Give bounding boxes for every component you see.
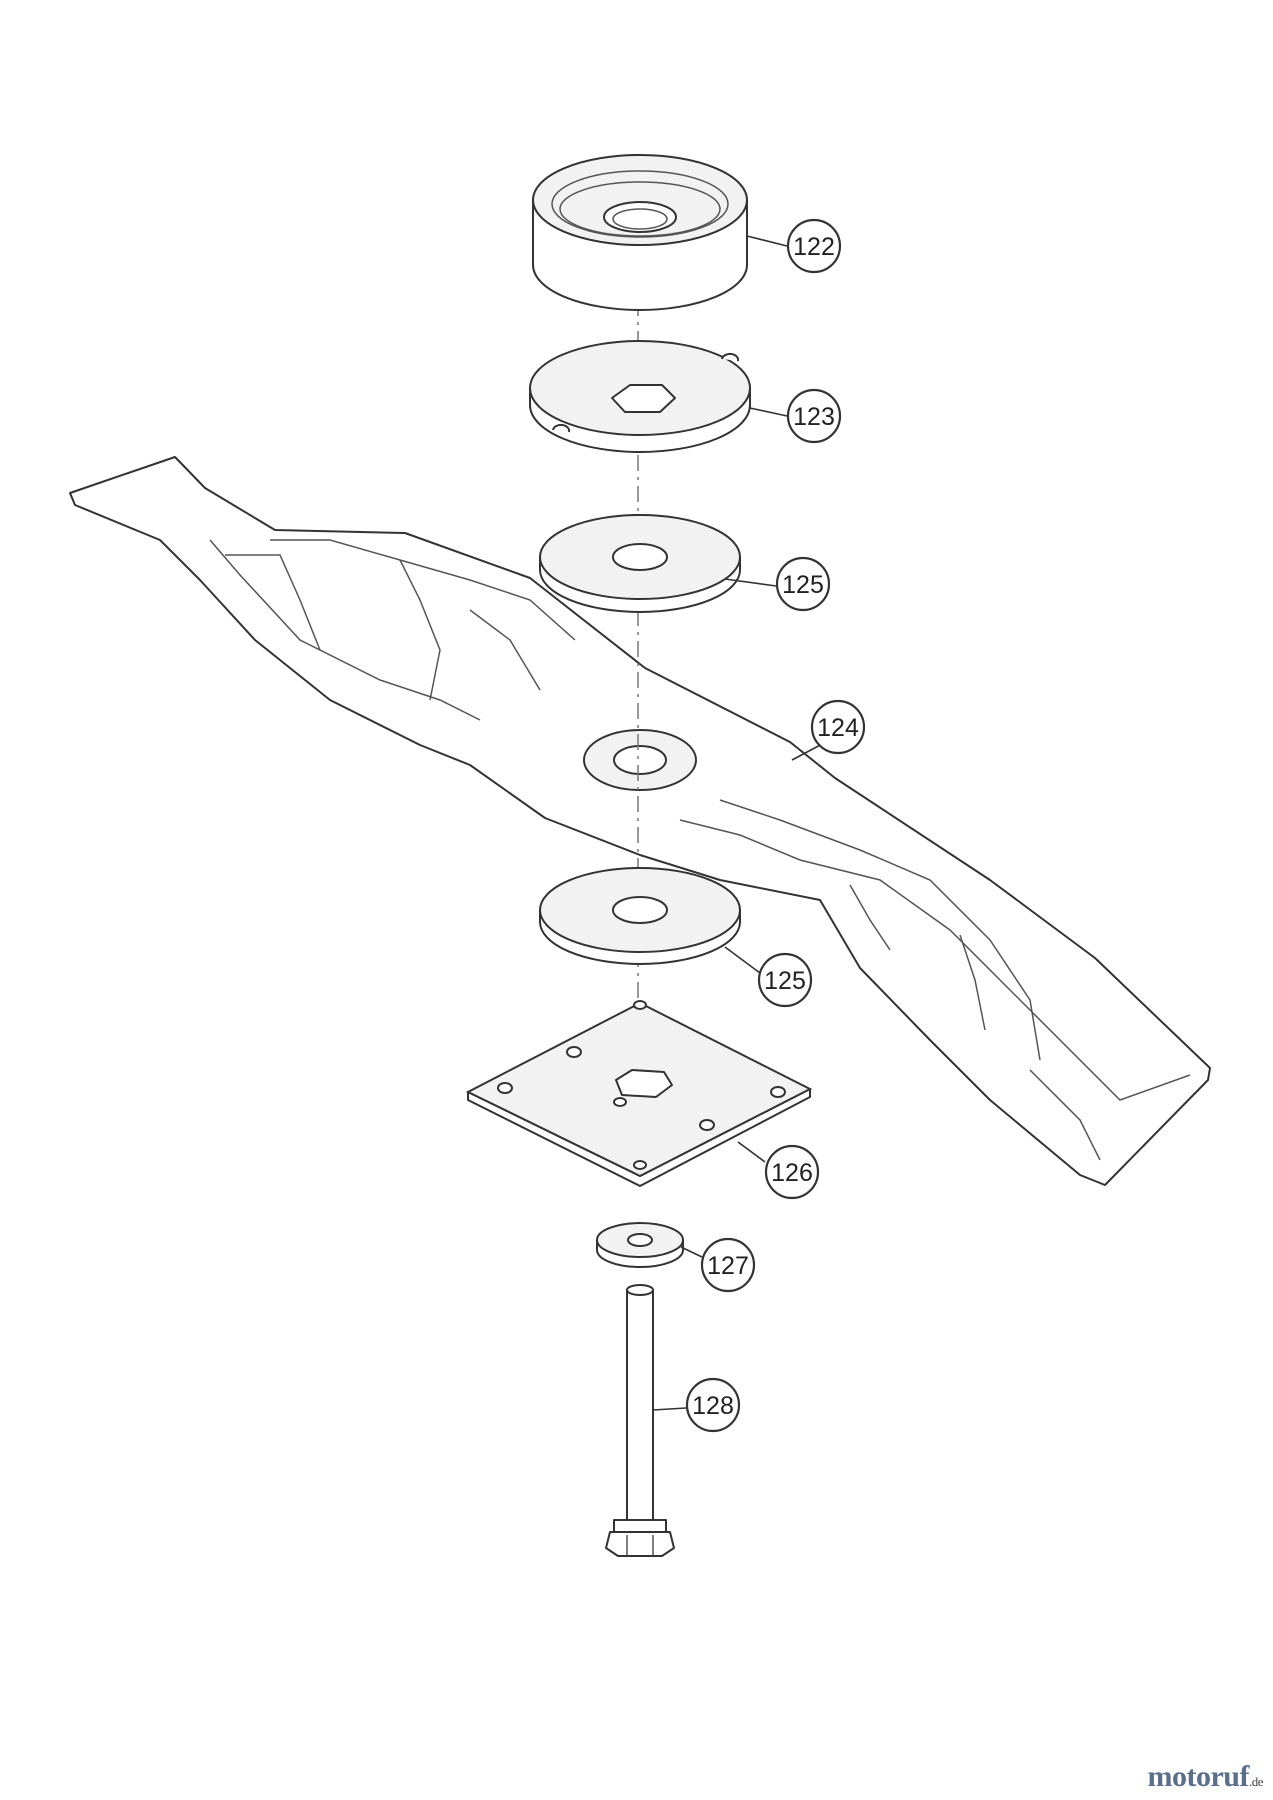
part-122-cup bbox=[532, 154, 748, 311]
part-125-upper-washer bbox=[539, 514, 741, 613]
callout-127: 127 bbox=[700, 1237, 756, 1293]
callout-125-lower: 125 bbox=[757, 952, 813, 1008]
part-125-lower-washer bbox=[539, 867, 741, 965]
part-126-plate bbox=[465, 1000, 813, 1187]
callout-122-label: 122 bbox=[793, 233, 835, 261]
callout-123: 123 bbox=[786, 388, 842, 444]
callout-125-lower-label: 125 bbox=[764, 967, 806, 995]
motoruf-watermark: motoruf.de bbox=[1147, 1760, 1263, 1794]
callout-124: 124 bbox=[810, 699, 866, 755]
callout-128-label: 128 bbox=[692, 1392, 734, 1420]
callout-122: 122 bbox=[786, 218, 842, 274]
part-124-blade bbox=[69, 456, 1211, 1186]
watermark-name: motoruf bbox=[1147, 1760, 1249, 1793]
part-123-washer bbox=[529, 340, 751, 453]
callout-125-upper-label: 125 bbox=[782, 571, 824, 599]
callout-123-label: 123 bbox=[793, 403, 835, 431]
callout-126-label: 126 bbox=[771, 1159, 813, 1187]
callout-127-label: 127 bbox=[707, 1252, 749, 1280]
leader-lines bbox=[652, 235, 827, 1411]
callout-126: 126 bbox=[764, 1144, 820, 1200]
watermark-tld: .de bbox=[1248, 1774, 1264, 1789]
callout-125-upper: 125 bbox=[775, 556, 831, 612]
part-128-bolt bbox=[605, 1284, 675, 1557]
callout-128: 128 bbox=[685, 1377, 741, 1433]
callout-124-label: 124 bbox=[817, 714, 859, 742]
part-127-small-washer bbox=[596, 1222, 684, 1268]
